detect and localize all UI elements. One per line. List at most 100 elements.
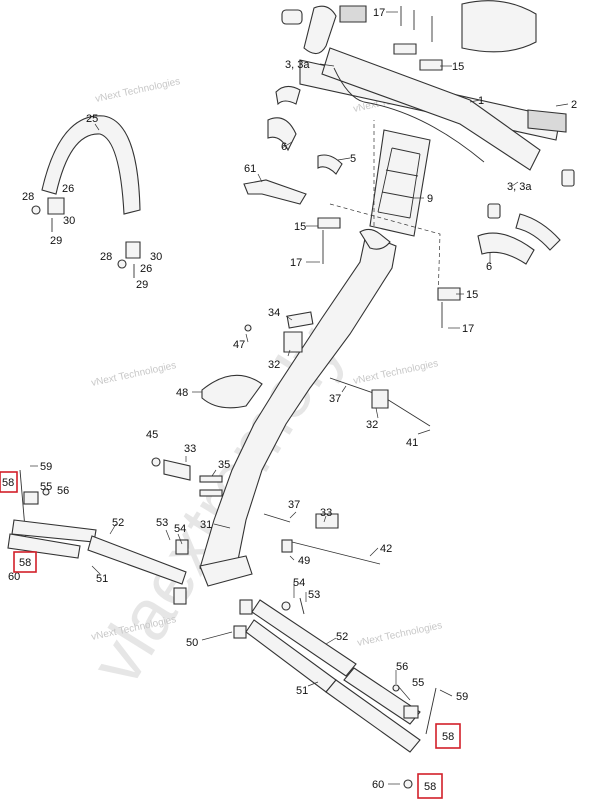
callout-5: 5 bbox=[350, 153, 356, 165]
end-cap-part bbox=[487, 203, 501, 219]
callout-37: 37 bbox=[329, 393, 341, 405]
callout-37: 37 bbox=[288, 499, 300, 511]
tie-rod-left bbox=[7, 469, 189, 605]
callout-17: 17 bbox=[462, 323, 474, 335]
column-base bbox=[199, 555, 253, 587]
callout-1: 1 bbox=[478, 95, 484, 107]
callout-58: 58 bbox=[2, 477, 14, 489]
nut-part bbox=[31, 205, 41, 215]
steering-pad bbox=[369, 129, 431, 237]
callout-17: 17 bbox=[290, 257, 302, 269]
callout-58: 58 bbox=[19, 557, 31, 569]
callout-34: 34 bbox=[268, 307, 280, 319]
hose-part bbox=[317, 154, 343, 175]
bushing-part bbox=[175, 539, 189, 555]
callout-53: 53 bbox=[308, 589, 320, 601]
callout-47: 47 bbox=[233, 339, 245, 351]
callout-6: 6 bbox=[486, 261, 492, 273]
nut-part bbox=[244, 324, 252, 332]
callout-28: 28 bbox=[100, 251, 112, 263]
callout-45: 45 bbox=[146, 429, 158, 441]
callout-31: 31 bbox=[200, 519, 212, 531]
end-cap-part bbox=[281, 9, 303, 25]
bushing-part bbox=[173, 587, 187, 605]
clamp-part bbox=[47, 197, 65, 215]
cable-part bbox=[333, 67, 485, 163]
nut-part bbox=[403, 779, 413, 789]
link-part bbox=[315, 513, 339, 529]
leader-lines bbox=[30, 11, 569, 785]
callout-59: 59 bbox=[456, 691, 468, 703]
steering-column bbox=[199, 120, 441, 587]
end-cap-part bbox=[561, 169, 575, 187]
pad-part bbox=[369, 129, 431, 237]
nut-part bbox=[117, 259, 127, 269]
callout-17: 17 bbox=[373, 7, 385, 19]
bushing-part bbox=[23, 491, 39, 505]
callout-29: 29 bbox=[136, 279, 148, 291]
bolt-part bbox=[425, 687, 437, 735]
rod-part bbox=[251, 599, 357, 677]
callout-58: 58 bbox=[424, 781, 436, 793]
cover-part bbox=[201, 374, 263, 409]
callout-26: 26 bbox=[140, 263, 152, 275]
callout-55: 55 bbox=[412, 677, 424, 689]
callout-3-3a: 3, 3a bbox=[507, 181, 532, 193]
grip-part bbox=[339, 5, 367, 23]
callout-48: 48 bbox=[176, 387, 188, 399]
callout-15: 15 bbox=[294, 221, 306, 233]
callout-54: 54 bbox=[293, 577, 305, 589]
hose-part bbox=[275, 85, 301, 106]
rod-part bbox=[263, 513, 291, 523]
guard-part bbox=[41, 115, 141, 215]
clamp-part bbox=[125, 241, 141, 259]
rod-part bbox=[87, 535, 187, 585]
watermark-brand: vNext Technologies bbox=[90, 360, 177, 389]
callout-58: 58 bbox=[442, 731, 454, 743]
callout-33: 33 bbox=[320, 507, 332, 519]
highlighted-callout: 58 bbox=[417, 773, 443, 799]
hose-part bbox=[267, 117, 297, 152]
watermark-brand: vNext Technologies bbox=[356, 620, 443, 649]
hose-part bbox=[303, 5, 337, 55]
rod-part bbox=[283, 539, 381, 565]
connector-part bbox=[371, 389, 389, 409]
hose-part bbox=[515, 213, 561, 251]
screw-part bbox=[299, 597, 305, 615]
callout-60: 60 bbox=[372, 779, 384, 791]
nut-part bbox=[42, 488, 50, 496]
assembly-guide bbox=[329, 203, 441, 301]
bushing-part bbox=[233, 625, 247, 639]
callout-42: 42 bbox=[380, 543, 392, 555]
callout-9: 9 bbox=[427, 193, 433, 205]
watermark-brand: vNext Technologies bbox=[94, 76, 181, 105]
handlebar-assembly bbox=[267, 0, 575, 265]
rod-part bbox=[325, 679, 421, 753]
pad-part bbox=[461, 0, 537, 53]
clamp-part bbox=[437, 287, 461, 301]
callout-56: 56 bbox=[57, 485, 69, 497]
callout-30: 30 bbox=[150, 251, 162, 263]
watermark-brand: vNext Technologies bbox=[352, 358, 439, 387]
callout-50: 50 bbox=[186, 637, 198, 649]
hose-part bbox=[477, 232, 535, 265]
callout-49: 49 bbox=[298, 555, 310, 567]
callout-32: 32 bbox=[268, 359, 280, 371]
callout-54: 54 bbox=[174, 523, 186, 535]
callout-15: 15 bbox=[466, 289, 478, 301]
grip-part bbox=[527, 109, 567, 133]
callout-51: 51 bbox=[96, 573, 108, 585]
bushing-part bbox=[199, 475, 223, 483]
clamp-part bbox=[393, 43, 417, 55]
bushing-part bbox=[403, 705, 419, 719]
column-top bbox=[359, 228, 391, 250]
rod-part bbox=[7, 533, 81, 559]
callout-60: 60 bbox=[8, 571, 20, 583]
handlebar-part bbox=[321, 47, 541, 171]
bushing-part bbox=[199, 489, 223, 497]
bushing-part bbox=[281, 539, 293, 553]
clamp-part bbox=[317, 217, 341, 229]
callout-56: 56 bbox=[396, 661, 408, 673]
callout-33: 33 bbox=[184, 443, 196, 455]
